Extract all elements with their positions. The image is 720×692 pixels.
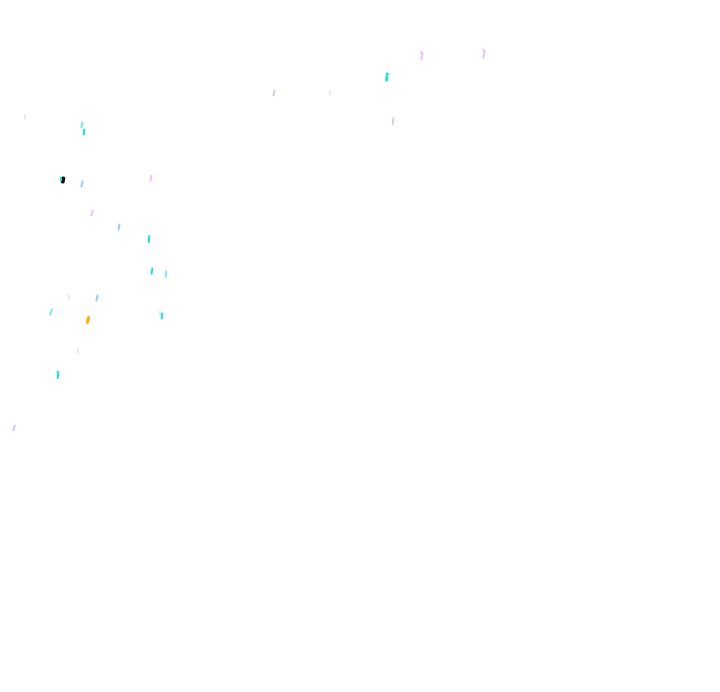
confetti-piece <box>160 312 164 320</box>
confetti-piece <box>90 209 94 217</box>
confetti-piece <box>387 74 389 78</box>
confetti-piece <box>77 348 79 354</box>
confetti-piece <box>95 294 99 302</box>
confetti-piece <box>272 89 276 97</box>
confetti-piece <box>49 308 53 316</box>
confetti-piece <box>482 49 486 59</box>
confetti-piece <box>149 174 153 182</box>
confetti-piece <box>68 294 70 300</box>
confetti-piece <box>150 267 154 275</box>
confetti-piece <box>80 121 84 129</box>
confetti-piece <box>159 311 161 315</box>
confetti-piece <box>164 270 168 278</box>
confetti-piece <box>420 50 422 54</box>
confetti-piece <box>12 424 16 432</box>
confetti-piece <box>85 316 91 324</box>
confetti-piece <box>149 234 151 238</box>
confetti-piece <box>329 90 331 96</box>
confetti-piece <box>420 51 424 61</box>
confetti-piece <box>56 370 58 374</box>
confetti-piece <box>24 114 26 120</box>
confetti-piece <box>80 180 84 188</box>
confetti-piece <box>117 223 121 231</box>
confetti-piece <box>60 176 62 182</box>
confetti-piece <box>82 128 86 136</box>
confetti-piece <box>391 117 395 125</box>
confetti-piece <box>482 48 484 52</box>
